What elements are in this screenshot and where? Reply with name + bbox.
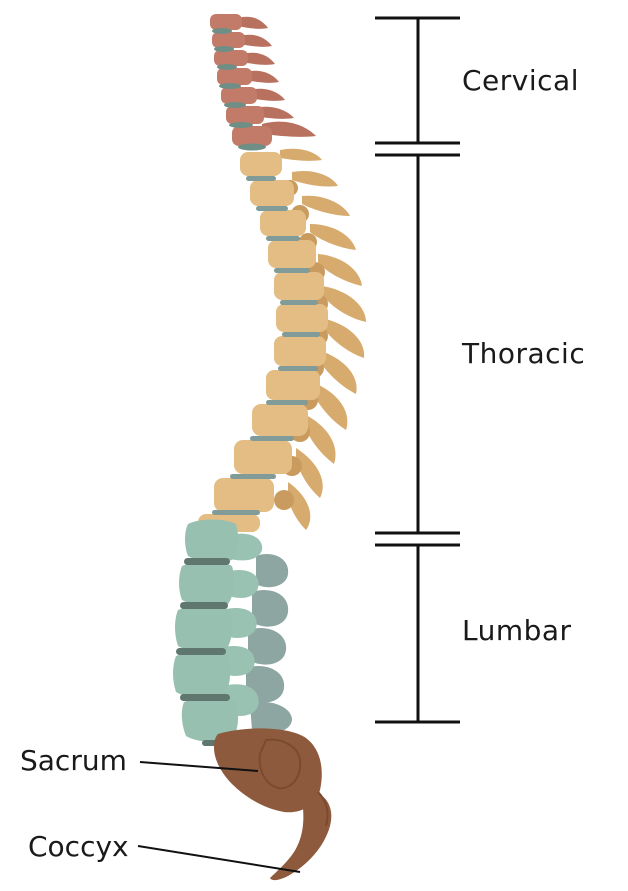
lumbar-vertebrae bbox=[173, 520, 292, 747]
coccyx-leader-line bbox=[138, 846, 300, 872]
thoracic-vertebrae bbox=[198, 149, 366, 532]
region-brackets bbox=[375, 18, 460, 722]
lumbar-label: Lumbar bbox=[462, 614, 572, 647]
cervical-vertebrae bbox=[210, 14, 316, 151]
lumbar-bodies bbox=[173, 520, 238, 743]
coccyx-label: Coccyx bbox=[28, 830, 129, 863]
sacrum-label: Sacrum bbox=[20, 744, 127, 777]
thoracic-label: Thoracic bbox=[461, 337, 585, 370]
cervical-label: Cervical bbox=[462, 64, 579, 97]
